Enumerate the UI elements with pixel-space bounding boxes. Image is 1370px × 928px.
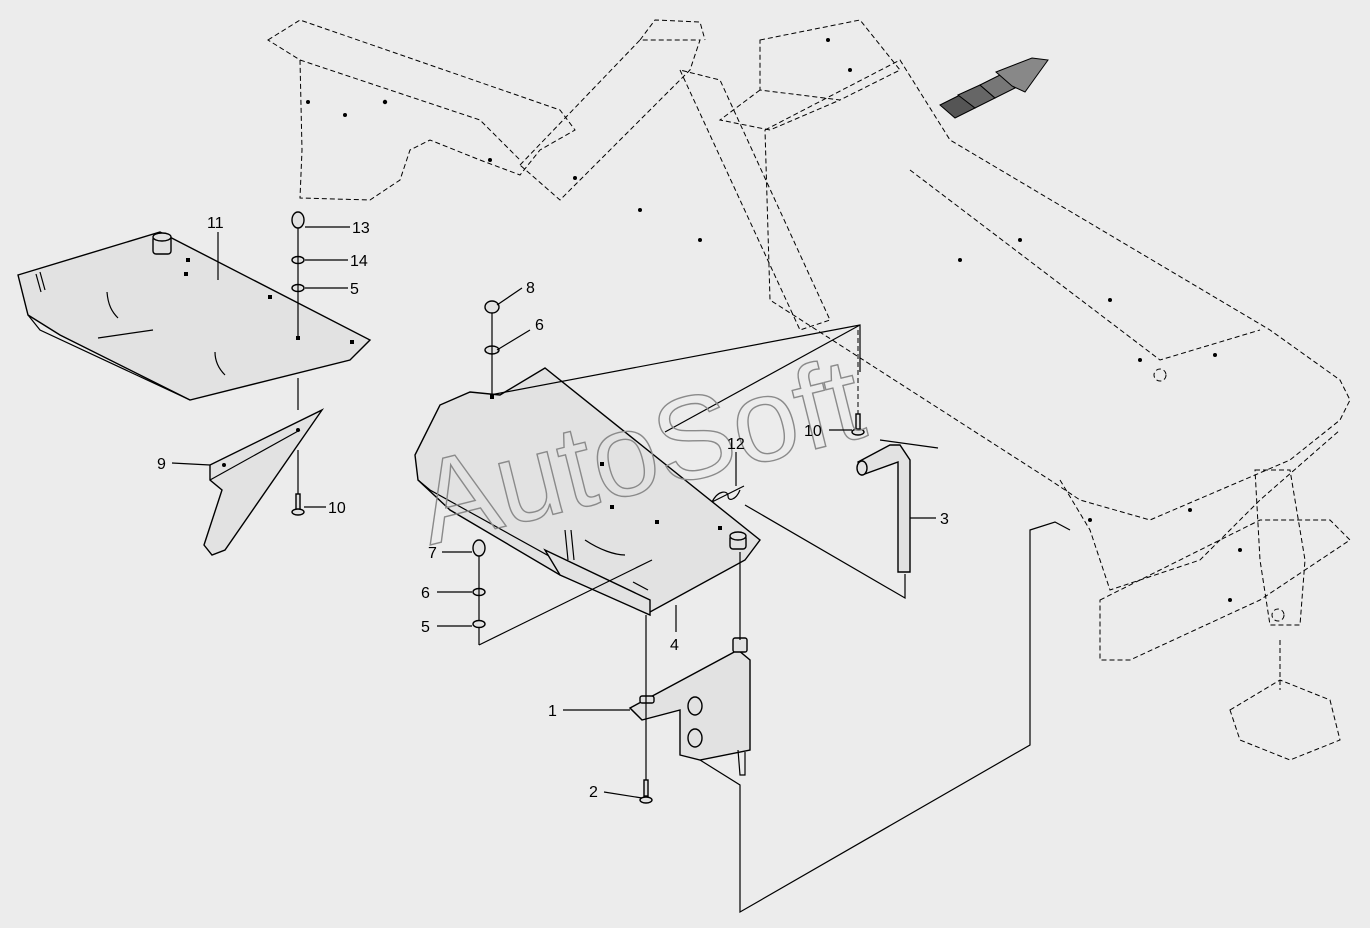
callout-7: 7 [428, 545, 437, 562]
assembly-lines [478, 324, 1071, 914]
callout-11: 11 [207, 215, 224, 232]
fasteners [291, 211, 865, 804]
callout-10-right: 10 [804, 423, 822, 440]
callout-1: 1 [548, 703, 557, 720]
direction-arrow-icon [939, 57, 1049, 119]
callout-8: 8 [526, 280, 535, 297]
callout-9: 9 [157, 456, 166, 473]
callout-12: 12 [727, 436, 745, 453]
guard-plate-left [17, 231, 372, 401]
callout-6-center: 6 [421, 585, 430, 602]
support-bracket [203, 408, 325, 556]
callout-2: 2 [589, 784, 598, 801]
machine-frame [267, 19, 1351, 761]
callout-14: 14 [350, 253, 368, 270]
callout-4: 4 [670, 637, 679, 654]
callout-13: 13 [352, 220, 370, 237]
hinge-bracket [628, 637, 751, 776]
callout-5-center: 5 [421, 619, 430, 636]
callout-6-top: 6 [535, 317, 544, 334]
callout-3: 3 [940, 511, 949, 528]
callout-10-left: 10 [328, 500, 346, 517]
callouts [171, 226, 936, 799]
callout-5-left: 5 [350, 281, 359, 298]
spring-clip [711, 485, 745, 503]
locking-pin [856, 444, 911, 573]
center-guard [414, 367, 761, 617]
